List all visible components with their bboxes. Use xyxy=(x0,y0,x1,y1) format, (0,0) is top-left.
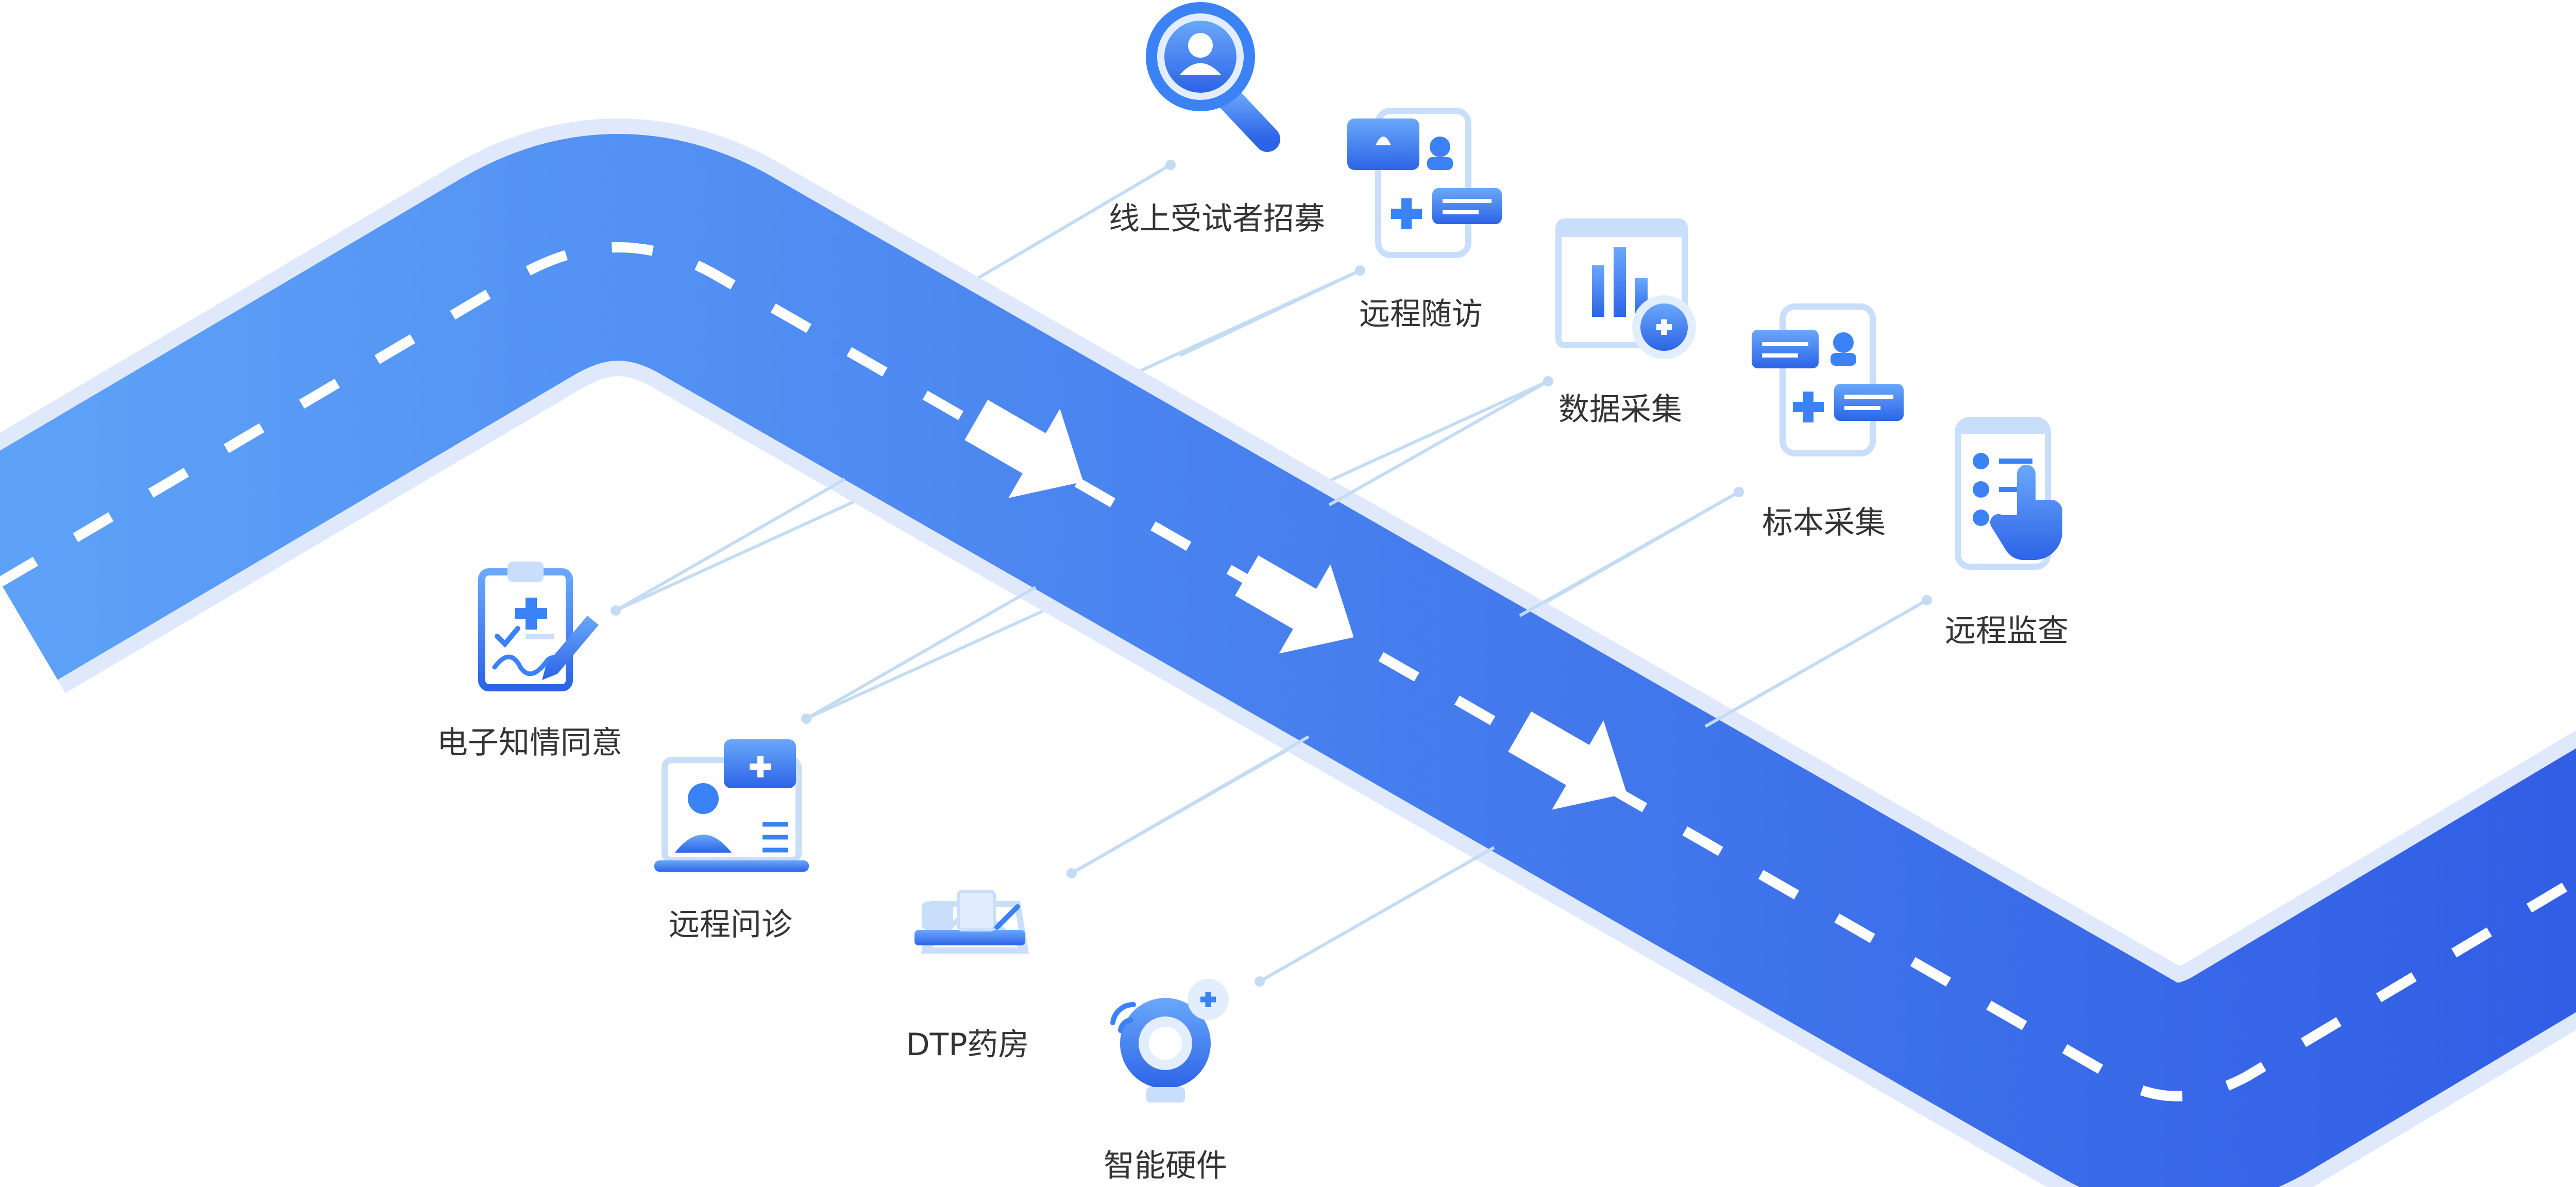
service-node-specimen: 标本采集 xyxy=(1752,303,1904,541)
service-label: 电子知情同意 xyxy=(437,725,622,761)
connector-dot xyxy=(1066,868,1077,878)
service-node-monitor: 远程监查 xyxy=(1945,417,2069,649)
connector-dot xyxy=(1922,595,1932,605)
smart-camera-icon xyxy=(1110,979,1229,1103)
road xyxy=(0,118,2576,1187)
road-center-dashes xyxy=(0,242,2576,1101)
service-node-data: 数据采集 xyxy=(1555,218,1696,428)
connector-consult-top xyxy=(805,586,1037,720)
service-node-pharmacy: DTP药房 xyxy=(906,890,1029,1063)
service-node-hardware: 智能硬件 xyxy=(1104,979,1229,1184)
phone-chat-icon xyxy=(1347,108,1502,258)
service-node-consent: 电子知情同意 xyxy=(437,562,622,761)
connector-monitor-top xyxy=(1704,599,1928,728)
connector-lines-top xyxy=(611,160,1932,987)
connector-followup-top xyxy=(1179,269,1361,357)
connector-pharmacy-top xyxy=(1071,735,1310,875)
connector-specimen-top xyxy=(1519,490,1740,617)
connector-dot xyxy=(1255,976,1265,987)
service-label: 线上受试者招募 xyxy=(1109,201,1325,237)
connector-dot xyxy=(1543,376,1553,386)
checklist-touch-icon xyxy=(1955,417,2062,570)
connector-recruit-top xyxy=(1019,163,1172,255)
clipboard-sign-icon xyxy=(478,562,599,691)
laptop-doctor-icon xyxy=(654,739,809,872)
service-node-consult: 远程问诊 xyxy=(654,739,809,943)
connector-consent-top xyxy=(615,478,846,612)
connector-dot xyxy=(611,605,621,616)
service-node-recruit: 线上受试者招募 xyxy=(1109,2,1325,237)
connector-dot xyxy=(1355,265,1365,276)
service-label: 远程监查 xyxy=(1945,613,2069,649)
service-label: 数据采集 xyxy=(1558,392,1682,428)
service-label: 智能硬件 xyxy=(1104,1148,1227,1184)
connector-dot xyxy=(1165,160,1176,170)
magnifier-user-icon xyxy=(1146,2,1280,152)
connector-dot xyxy=(801,714,811,724)
service-label: 标本采集 xyxy=(1762,505,1886,541)
service-label: 远程随访 xyxy=(1359,296,1483,332)
phone-chat-icon xyxy=(1752,303,1904,456)
service-node-followup: 远程随访 xyxy=(1347,108,1502,332)
connector-hardware-top xyxy=(1259,846,1495,983)
service-label: 远程问诊 xyxy=(669,907,792,943)
service-label: DTP药房 xyxy=(906,1027,1029,1063)
connector-dot xyxy=(1734,487,1744,497)
pharmacy-box-icon xyxy=(914,890,1029,954)
bar-chart-plus-icon xyxy=(1555,218,1696,359)
connector-data-top xyxy=(1328,380,1549,506)
